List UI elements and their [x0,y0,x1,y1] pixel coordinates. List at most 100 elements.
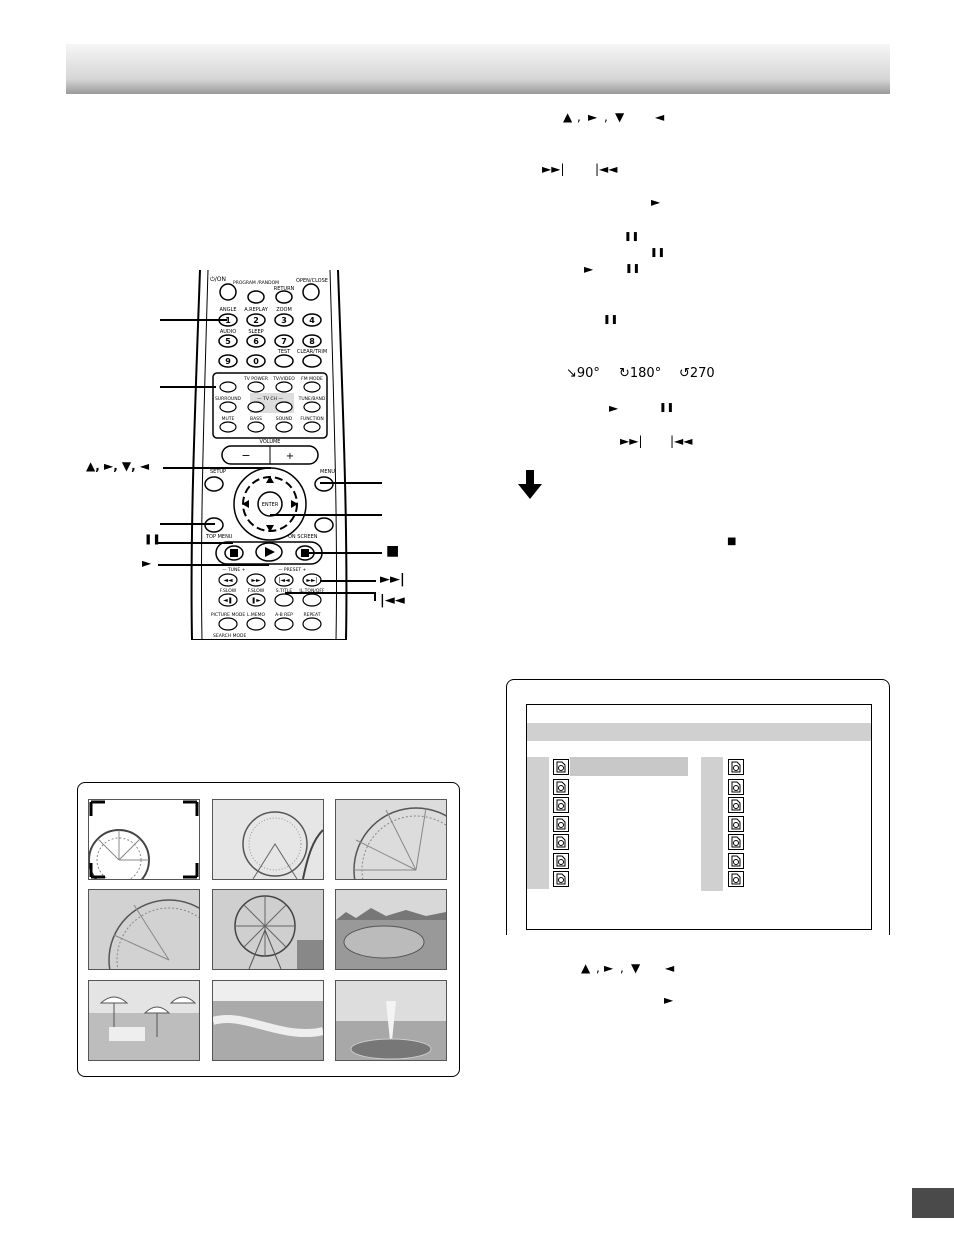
callout-play: ► [142,556,152,570]
key-8: 8 [309,337,315,346]
thumbnail-7[interactable] [88,980,200,1061]
sym-down-b: ▼ [631,961,641,975]
tune-label: — TUNE + [222,567,246,573]
svg-text:►►|: ►►| [306,577,317,584]
key-mute-label: MUTE [222,416,235,422]
key-abrep-label: A-B REP [275,612,293,618]
sym-left-b: ◄ [665,961,675,975]
file-icon-5[interactable] [553,834,569,850]
arrow-down-icon [518,470,542,499]
leader-stop [308,552,382,554]
thumbnail-5[interactable] [212,889,324,970]
key-7: 7 [281,337,287,346]
ferris-wheel-image [89,800,199,879]
sym-pause-1: ❚❚ [624,232,640,242]
file-icon-2[interactable] [553,779,569,795]
key-audio-label: AUDIO [220,329,236,335]
sym-pause-4: ❚❚ [603,315,619,325]
callout-prev: |◄◄ [380,593,405,608]
file-icon-6[interactable] [553,853,569,869]
key-picture-label: PICTURE MODE [211,612,246,618]
file-icon-3[interactable] [553,797,569,813]
file-list-menu [526,704,872,930]
sym-rotate-180: ↻180° [619,366,662,381]
key-4: 4 [309,316,315,325]
key-2: 2 [253,316,259,325]
key-1: 1 [225,316,231,325]
thumbnail-3[interactable] [335,799,447,880]
preset-label: — PRESET + [278,567,306,573]
key-angle-label: ANGLE [220,307,237,313]
file-icon-9[interactable] [728,779,744,795]
file-icon-14[interactable] [728,871,744,887]
leader-pause [158,542,233,544]
key-tvpower-label: TV POWER [243,376,268,382]
sym-stop: ■ [727,536,737,547]
svg-text:◄◄: ◄◄ [223,577,233,584]
sym-play-2: ► [584,262,594,276]
sym-down: ▼ [615,110,625,124]
svg-text:|◄◄: |◄◄ [278,577,290,584]
sym-comma1: , [577,110,581,124]
section-header-bar [66,44,890,94]
leader-menu [320,482,382,484]
key-tvch-label: — TV CH — [257,396,283,402]
right-column-strip [701,757,723,891]
key-0: 0 [253,357,259,366]
sym-comma2: , [604,110,608,124]
page-number-box [912,1188,954,1218]
svg-text:◄❚: ◄❚ [223,597,233,604]
thumbnail-9[interactable] [335,980,447,1061]
key-tvvideo-label: TV/VIDEO [272,376,295,382]
key-clear-label: CLEAR/TRIM [297,349,327,355]
file-icon-12[interactable] [728,834,744,850]
key-program-label: PROGRAM /RANDOM [233,280,279,286]
key-return-label: RETURN [274,286,295,292]
key-sleep-label: SLEEP [248,329,263,335]
key-openclose-label: OPEN/CLOSE [296,278,328,284]
file-icon-1[interactable] [553,759,569,775]
menu-screen-frame [506,679,890,935]
svg-text:❚►: ❚► [251,597,261,604]
svg-text:►►: ►► [251,577,261,584]
file-icon-8[interactable] [728,759,744,775]
sym-prev: |◄◄ [595,162,618,176]
sym-left: ◄ [655,110,665,124]
file-icon-11[interactable] [728,816,744,832]
key-fmmode-label: FM MODE [301,376,323,382]
thumbnail-6[interactable] [335,889,447,970]
file-icon-13[interactable] [728,853,744,869]
photo-thumbnail-panel [77,782,460,1077]
key-bass-label: BASS [250,416,262,422]
file-icon-10[interactable] [728,797,744,813]
key-function-label: FUNCTION [300,416,323,422]
callout-stop: ■ [386,543,400,559]
leader-prev-h [285,592,376,594]
file-icon-7[interactable] [553,871,569,887]
remote-control: ⏻/ON PROGRAM /RANDOM RETURN OPEN/CLOSE A… [180,270,358,640]
sym-next-2: ►►| [620,434,643,448]
key-lmemo-label: L.MEMO [247,612,266,618]
thumbnail-4[interactable] [88,889,200,970]
key-5: 5 [225,337,231,346]
leader-topmenu [160,523,215,525]
volume-plus: + [286,451,294,462]
left-column-strip [527,757,549,889]
sym-up: ▲ [563,110,573,124]
enter-label: ENTER [262,502,279,508]
selected-row-highlight [570,757,688,776]
key-power-label: ⏻/ON [210,276,226,283]
file-icon-4[interactable] [553,816,569,832]
thumbnail-2[interactable] [212,799,324,880]
topmenu-label: TOP MENU [205,534,233,540]
leader-play [158,564,269,566]
callout-next: ►►| [380,572,405,587]
sym-pause-5: ❚❚ [659,403,675,413]
thumbnail-1[interactable] [88,799,200,880]
menu-title-bar [527,723,871,741]
key-fslow1-label: F.SLOW [220,588,237,594]
thumbnail-8[interactable] [212,980,324,1061]
sym-rotate-90: ↘90° [566,366,600,381]
sym-play-3: ► [609,401,619,415]
leader-enter [270,514,382,516]
